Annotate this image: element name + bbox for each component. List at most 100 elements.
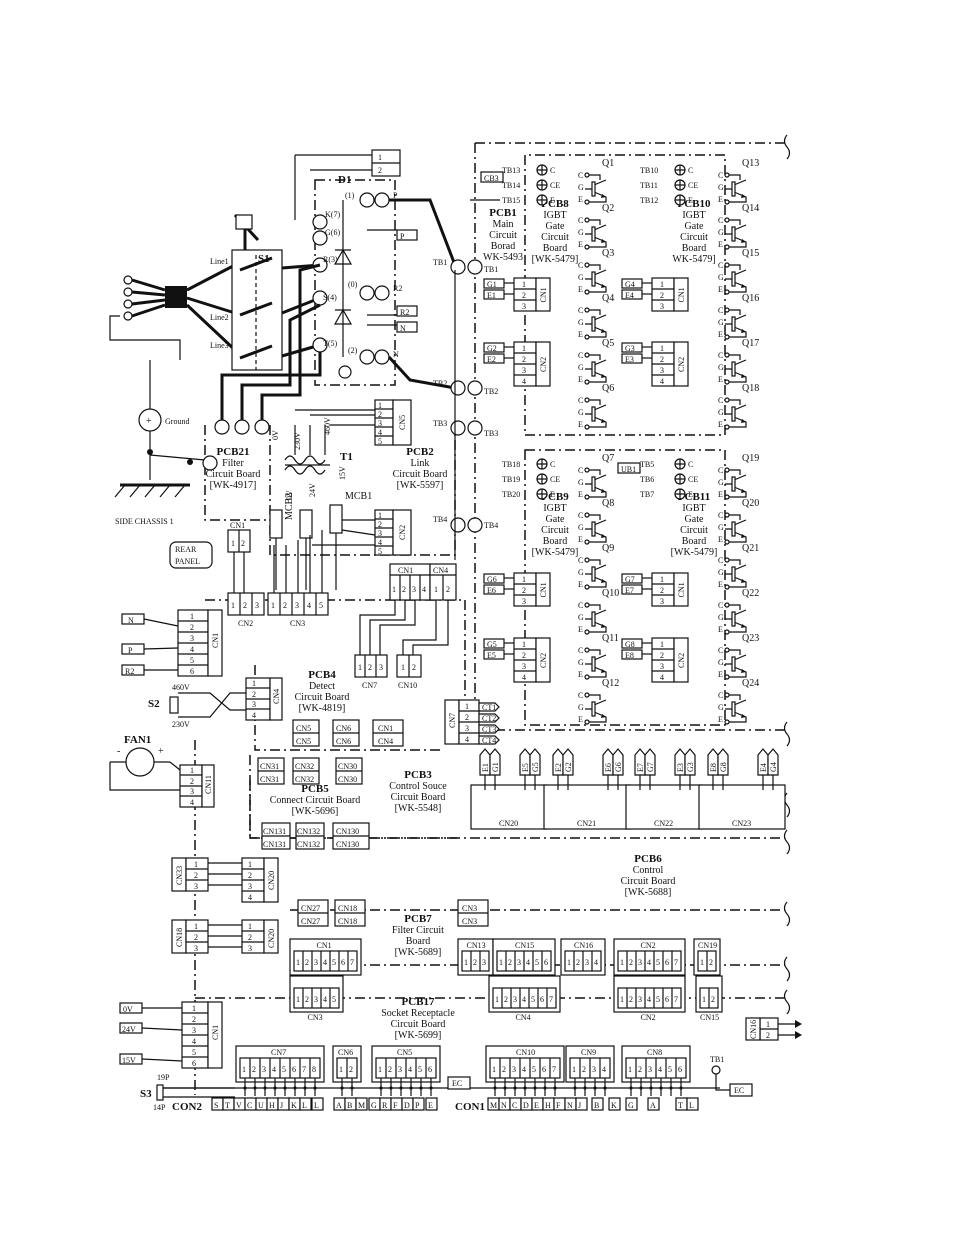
svg-text:CE: CE [688, 181, 698, 190]
svg-text:CN1: CN1 [539, 287, 548, 302]
svg-text:4: 4 [522, 995, 526, 1004]
svg-text:2: 2 [446, 585, 450, 594]
svg-text:5: 5 [418, 1065, 422, 1074]
pin-l: L [689, 1101, 694, 1110]
pcb11-label-line: [WK-5479] [671, 547, 718, 558]
svg-text:4: 4 [526, 958, 530, 967]
svg-text:1: 1 [620, 995, 624, 1004]
pcb11-label-line: IGBT [682, 503, 705, 514]
svg-text:CN1: CN1 [211, 633, 220, 648]
svg-text:3: 3 [412, 585, 416, 594]
svg-text:4: 4 [522, 673, 526, 682]
svg-text:CN22: CN22 [654, 819, 673, 828]
svg-text:G: G [578, 408, 584, 417]
svg-text:1: 1 [252, 679, 256, 688]
svg-text:CN32: CN32 [295, 775, 314, 784]
gate-tab-g3: G3 [686, 762, 695, 772]
svg-text:5: 5 [192, 1048, 196, 1057]
pin-a: A [650, 1101, 656, 1110]
svg-text:C: C [718, 171, 723, 180]
svg-text:CN20: CN20 [267, 929, 276, 948]
pcb4-label-line: [WK-4819] [299, 703, 346, 714]
svg-text:1: 1 [660, 640, 664, 649]
svg-text:C: C [578, 261, 583, 270]
mcb1-label: MCB1 [345, 491, 372, 502]
svg-text:3: 3 [513, 995, 517, 1004]
pcb21-label-line: PCB21 [217, 446, 250, 458]
svg-text:5: 5 [535, 958, 539, 967]
svg-text:Q2: Q2 [602, 203, 614, 214]
svg-text:CN21: CN21 [577, 819, 596, 828]
svg-text:6: 6 [542, 1065, 546, 1074]
svg-text:3: 3 [194, 882, 198, 891]
svg-text:3: 3 [314, 995, 318, 1004]
pcb8-label-line: Gate [546, 221, 565, 232]
svg-text:4: 4 [272, 1065, 276, 1074]
svg-text:TB1: TB1 [433, 258, 447, 267]
svg-text:2: 2 [305, 995, 309, 1004]
svg-text:Q7: Q7 [602, 453, 614, 464]
svg-text:5: 5 [332, 995, 336, 1004]
pcb2-label-line: PCB2 [406, 446, 434, 458]
pcb10-label-line: Board [682, 243, 706, 254]
ground-network: + Ground SIDE CHASSIS 1 REAR PANEL [114, 360, 213, 569]
svg-text:3: 3 [255, 601, 259, 610]
break-marks [783, 134, 791, 1015]
terminal-tb15: TB15 [502, 196, 520, 205]
svg-text:1: 1 [231, 601, 235, 610]
pcb5-label-line: PCB5 [301, 783, 329, 795]
svg-text:5: 5 [378, 547, 382, 556]
svg-text:C: C [718, 261, 723, 270]
tag-p: P [400, 232, 405, 241]
svg-text:2: 2 [629, 958, 633, 967]
svg-text:7: 7 [674, 995, 678, 1004]
svg-text:E: E [578, 580, 583, 589]
svg-text:6: 6 [428, 1065, 432, 1074]
term-k7: K(7) [325, 210, 340, 219]
svg-text:3: 3 [190, 787, 194, 796]
svg-text:0V: 0V [285, 490, 294, 500]
svg-text:2: 2 [522, 355, 526, 364]
pcb7-label-line: [WK-5689] [395, 947, 442, 958]
pin-r: R [382, 1101, 388, 1110]
svg-text:2: 2 [638, 1065, 642, 1074]
svg-text:6: 6 [665, 995, 669, 1004]
pcb8-label-line: [WK-5479] [532, 254, 579, 265]
svg-text:6: 6 [192, 1059, 196, 1068]
svg-text:7: 7 [674, 958, 678, 967]
svg-text:1: 1 [620, 958, 624, 967]
svg-text:C: C [718, 646, 723, 655]
terminal-tb19: TB19 [502, 475, 520, 484]
svg-text:E: E [578, 670, 583, 679]
svg-text:CN33: CN33 [175, 866, 184, 885]
svg-text:CN19: CN19 [698, 941, 717, 950]
svg-text:2: 2 [190, 623, 194, 632]
gate-tab-g7: G7 [646, 762, 655, 772]
pcb17-label-line: Socket Receptacle [381, 1008, 455, 1019]
pcb7-label-line: Filter Circuit [392, 925, 444, 936]
svg-text:2: 2 [283, 601, 287, 610]
svg-text:C: C [578, 511, 583, 520]
svg-text:CE: CE [550, 181, 560, 190]
svg-text:Q14: Q14 [742, 203, 759, 214]
svg-text:4: 4 [192, 1037, 196, 1046]
svg-text:CN13: CN13 [467, 941, 486, 950]
con1-pin-b: B [591, 1097, 604, 1111]
svg-text:G: G [718, 703, 724, 712]
svg-text:6: 6 [190, 667, 194, 676]
svg-text:CN6: CN6 [338, 1048, 353, 1057]
svg-text:Q4: Q4 [602, 293, 614, 304]
svg-text:2: 2 [502, 1065, 506, 1074]
svg-text:E: E [578, 195, 583, 204]
